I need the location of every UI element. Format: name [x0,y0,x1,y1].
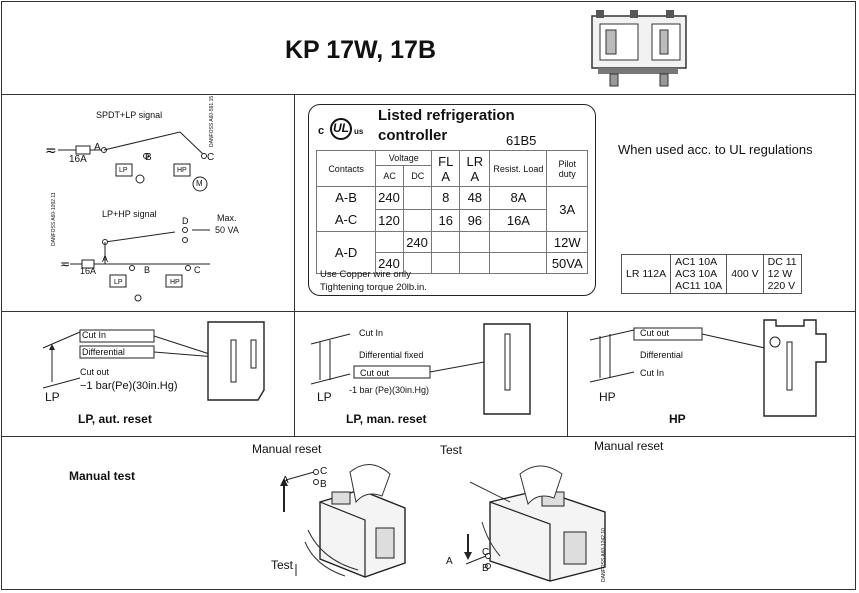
lp-manual-lp: LP [317,390,332,404]
wiring1-terminal-c: C [207,152,215,163]
svg-text:≂: ≂ [60,257,70,271]
hp-differential: Differential [640,350,683,360]
hp-cut-in: Cut In [640,368,665,378]
wiring2-terminal-b: B [144,265,151,275]
ul-heading-line2: controller [378,127,448,144]
lp-auto-differential: Differential [82,347,125,357]
wiring2-lp: LP [114,279,123,286]
wiring1-terminal-a: A [94,142,101,153]
wiring2-terminal-d: D [182,216,189,226]
hp-caption: HP [669,412,686,426]
manual-terminal-a-2: A [446,556,453,567]
ul-heading-line1: Listed refrigeration [378,107,515,124]
manual-test-label: Manual test [69,469,136,483]
page-title: KP 17W, 17B [285,36,437,64]
manual-test-illustration-1 [280,464,406,578]
lp-manual-diagram [310,323,531,415]
lp-manual-range: -1 bar (Pe)(30in.Hg) [349,385,430,395]
manual-terminal-b-2: B [482,563,489,574]
hp-diagram [589,319,827,417]
wiring1-motor: M [196,179,203,188]
divider [567,311,568,436]
wiring1-lp: LP [119,167,128,174]
divider [1,94,856,95]
lp-auto-cut-out: Cut out [80,367,110,377]
wiring2-fuse: 16A [80,266,97,276]
manual-terminal-c-1: C [320,466,328,477]
lp-auto-lp: LP [45,390,60,404]
wiring2-terminal-a: A [102,254,109,264]
ul-listing-box [308,104,596,296]
lp-auto-cut-in: Cut In [82,330,107,340]
manual-drawing-code: DANFOSS A60-1242.10 [601,528,607,582]
lp-manual-caption: LP, man. reset [346,412,427,426]
manual-terminal-c-2: C [482,547,490,558]
test-label-2: Test [440,443,463,457]
divider [1,311,856,312]
manual-terminal-a-1: A [282,475,289,486]
wiring1-fuse: 16A [69,154,87,165]
wiring-diagram-2: ≂ [60,227,210,302]
lp-auto-caption: LP, aut. reset [78,412,152,426]
ul-file-number: 61B5 [506,133,537,148]
svg-text:≂: ≂ [45,143,57,159]
product-image [591,10,687,87]
wiring-diagram-1: ≂ [45,131,208,192]
lp-manual-cut-in: Cut In [359,328,384,338]
lp-manual-differential: Differential fixed [359,350,424,360]
lp-auto-range: −1 bar(Pe)(30in.Hg) [80,380,178,392]
manual-terminal-b-1: B [320,479,327,490]
wiring2-label: LP+HP signal [102,209,157,219]
lp-manual-cut-out: Cut out [360,368,390,378]
ul-logo: c UL us [318,118,374,144]
ul-rating-table: Contacts Voltage FL A LR A Resist. Load … [315,150,588,274]
wiring2-code: DANFOSS A60-1092.11 [51,192,57,246]
ul-regulation-note: When used acc. to UL regulations [618,142,813,157]
wiring2-max-va: 50 VA [215,225,239,235]
wiring1-hp: HP [177,167,187,174]
wiring2-hp: HP [170,279,180,286]
manual-reset-label-1: Manual reset [252,442,322,456]
divider [294,94,295,436]
ul-note-torque: Tightening torque 20lb.in. [320,282,427,293]
manual-reset-label-2: Manual reset [594,439,664,453]
test-label-1: Test [271,558,294,572]
wiring2-terminal-c: C [194,265,201,275]
wiring2-max: Max. [217,213,237,223]
lp-auto-diagram [42,321,265,401]
divider [1,436,856,437]
ul-note-copper: Use Copper wire only [320,269,411,280]
manual-test-illustration-2 [464,465,606,582]
wiring1-label: SPDT+LP signal [96,110,163,120]
hp-label: HP [599,390,616,404]
hp-cut-out: Cut out [640,328,670,338]
wiring1-terminal-b: B [145,152,152,163]
